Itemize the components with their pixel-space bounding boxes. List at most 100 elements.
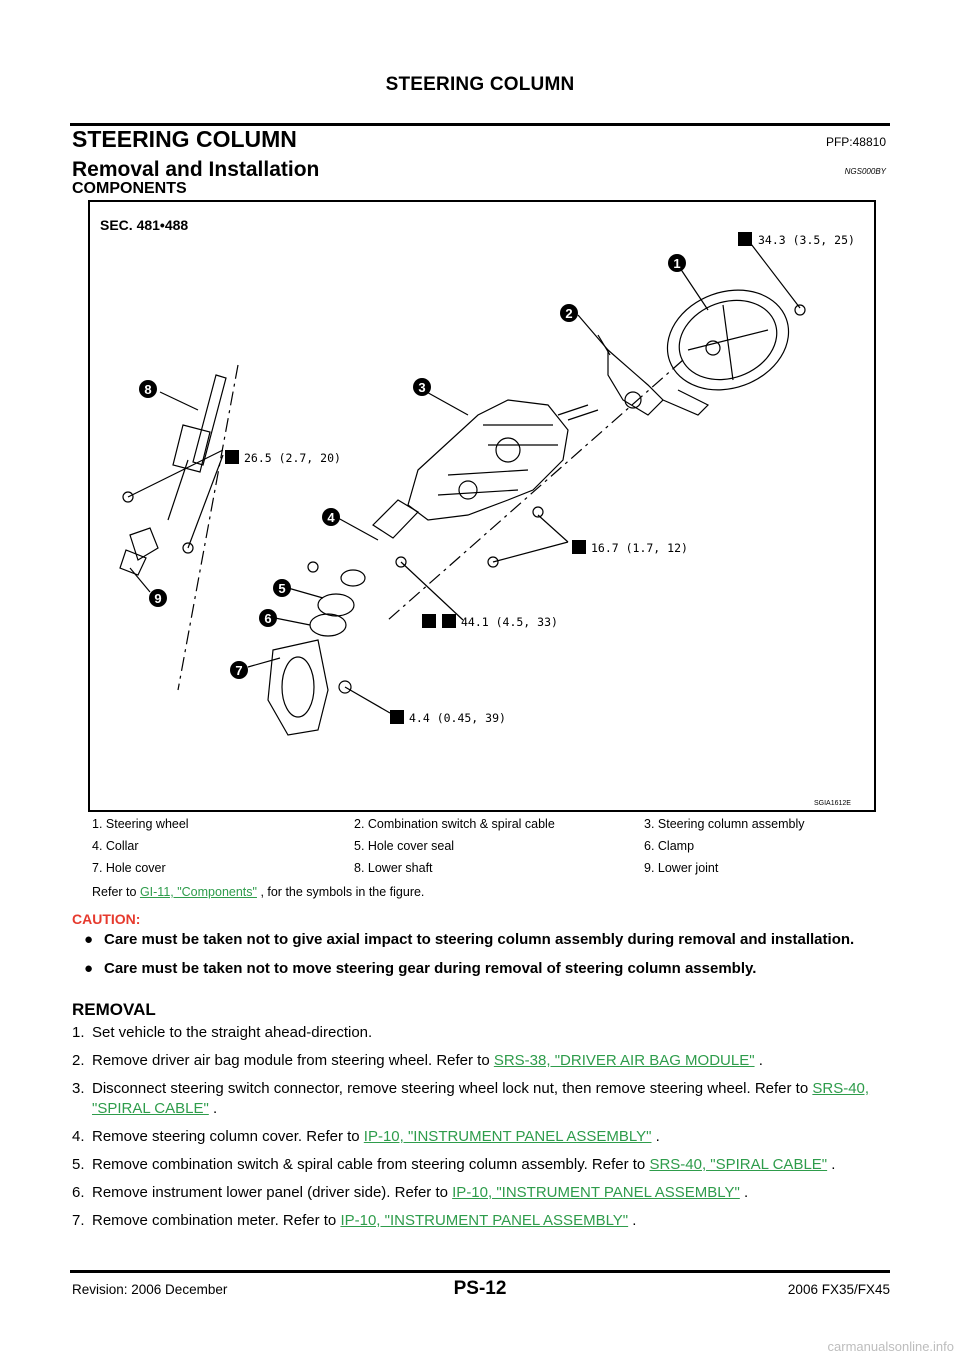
torque-label-5: 4.4 (0.45, 39) [409,711,506,725]
legend-item: 8. Lower shaft [354,861,433,875]
torque-wrench-icon [390,710,404,724]
header-divider [70,123,890,126]
legend-row: 1. Steering wheel 2. Combination switch … [92,817,882,839]
ip-10-link[interactable]: IP-10, "INSTRUMENT PANEL ASSEMBLY" [452,1184,740,1201]
srs-38-link[interactable]: SRS-38, "DRIVER AIR BAG MODULE" [493,1052,755,1069]
step-suffix: . [827,1156,836,1173]
torque-label-2: 26.5 (2.7, 20) [244,451,341,465]
callout-7 [230,661,248,679]
section-code: PFP:48810 [825,135,886,149]
legend-row: 7. Hole cover 8. Lower shaft 9. Lower jo… [92,861,882,883]
step-item: 1. Set vehicle to the straight ahead-dire… [72,1023,890,1043]
legend-item: 2. Combination switch & spiral cable [354,817,555,831]
gi-11-components-link[interactable]: GI-11, "Components" [139,885,257,899]
ip-10-link[interactable]: IP-10, "INSTRUMENT PANEL ASSEMBLY" [363,1128,652,1145]
step-number: 2. [72,1052,85,1069]
revision-date: Revision: 2006 December [72,1282,228,1297]
step-text: Set vehicle to the straight ahead-direct… [92,1024,373,1041]
callout-1-text: 1 [673,256,680,271]
step-text: Remove instrument lower panel (driver si… [92,1184,453,1201]
do-not-reuse-icon [422,614,436,628]
step-number: 1. [72,1024,85,1041]
callout-7-text: 7 [235,663,242,678]
subsection-code: NGS000BY [844,167,886,176]
lower-shaft-outline [192,374,227,466]
column-axis-line [387,359,684,621]
caution-text: Care must be taken not to move steering … [104,960,757,977]
legend-row: 4. Collar 5. Hole cover seal 6. Clamp [92,839,882,861]
callout-5-text: 5 [278,581,285,596]
step-number: 6. [72,1184,85,1201]
subsection-title: Removal and Installation [72,158,320,181]
step-item: 7. Remove combination meter. Refer to IP-… [72,1211,890,1231]
collar-outline [340,569,366,587]
torque-wrench-icon [738,232,752,246]
step-suffix: . [754,1052,763,1069]
callout-9 [149,589,167,607]
srs-40-link[interactable]: SRS-40, "SPIRAL CABLE" [92,1080,870,1117]
hole-cover-outline [267,639,329,736]
lower-shaft-axis-line [177,364,239,691]
caution-text: Care must be taken not to give axial imp… [104,931,855,948]
callout-8 [139,380,157,398]
legend-item: 6. Clamp [644,839,695,853]
step-text: Remove driver air bag module from steeri… [92,1052,494,1069]
page-header-title: STEERING COLUMN [385,74,575,95]
step-number: 4. [72,1128,85,1145]
torque-label-3: 16.7 (1.7, 12) [591,541,688,555]
callout-1 [668,254,686,272]
step-suffix: . [208,1100,218,1117]
steering-column-diagram: 1 2 3 4 5 6 7 8 9 34.3 (3.5, 25) 26.5 (2… [119,232,855,736]
torque-label-4: 44.1 (4.5, 33) [461,615,558,629]
step-item: 3. Disconnect steering switch connector, … [72,1079,890,1119]
callout-3 [413,378,431,396]
refer-suffix: , for the symbols in the figure. [256,885,425,899]
step-number: 5. [72,1156,85,1173]
watermark: carmanualsonline.info [827,1339,954,1354]
step-text: Remove steering column cover. Refer to [92,1128,364,1145]
components-heading: COMPONENTS [72,180,187,197]
torque-label-1: 34.3 (3.5, 25) [758,233,855,247]
refer-prefix: Refer to [92,885,140,899]
figure-section-label: SEC. 481•488 [100,217,189,233]
callout-3-text: 3 [418,380,425,395]
step-text: Disconnect steering switch connector, re… [92,1080,813,1097]
caution-list: ● Care must be taken not to give axial im… [84,930,894,988]
torque-wrench-icon [225,450,239,464]
callout-2 [560,304,578,322]
callout-8-text: 8 [144,382,151,397]
ip-10-link[interactable]: IP-10, "INSTRUMENT PANEL ASSEMBLY" [340,1212,629,1229]
caution-item: ● Care must be taken not to move steering… [84,959,894,978]
legend-item: 4. Collar [92,839,139,853]
caution-label: CAUTION: [72,911,141,927]
legend-item: 1. Steering wheel [92,817,189,831]
steering-wheel-outline [666,289,790,391]
callout-4-text: 4 [327,510,335,525]
step-number: 7. [72,1212,85,1229]
bullet-icon: ● [84,960,94,977]
step-item: 4. Remove steering column cover. Refer to… [72,1127,890,1147]
page-number: PS-12 [453,1278,507,1299]
caution-item: ●Care must be taken not to give axial im… [84,930,894,949]
step-text: Remove combination meter. Refer to [92,1212,341,1229]
callout-5 [273,579,291,597]
torque-wrench-icon [442,614,456,628]
callout-2-text: 2 [565,306,572,321]
step-item: 2. Remove driver air bag module from stee… [72,1051,890,1071]
torque-wrench-icon [572,540,586,554]
step-item: 6. Remove instrument lower panel (driver … [72,1183,890,1203]
step-number: 3. [72,1080,85,1097]
legend-item: 3. Steering column assembly [644,817,805,831]
symbols-reference: Refer to GI-11, "Components" , for the s… [92,885,424,899]
section-title: STEERING COLUMN [72,126,297,152]
step-suffix: . [651,1128,660,1145]
callout-4 [322,508,340,526]
step-suffix: . [739,1184,749,1201]
legend-item: 7. Hole cover [92,861,166,875]
legend-item: 9. Lower joint [644,861,719,875]
model-label: 2006 FX35/FX45 [787,1282,890,1297]
column-assembly-outline [407,399,569,521]
srs-40-link[interactable]: SRS-40, "SPIRAL CABLE" [649,1156,828,1173]
legend-item: 5. Hole cover seal [354,839,455,853]
removal-steps: 1. Set vehicle to the straight ahead-dire… [72,1023,890,1239]
